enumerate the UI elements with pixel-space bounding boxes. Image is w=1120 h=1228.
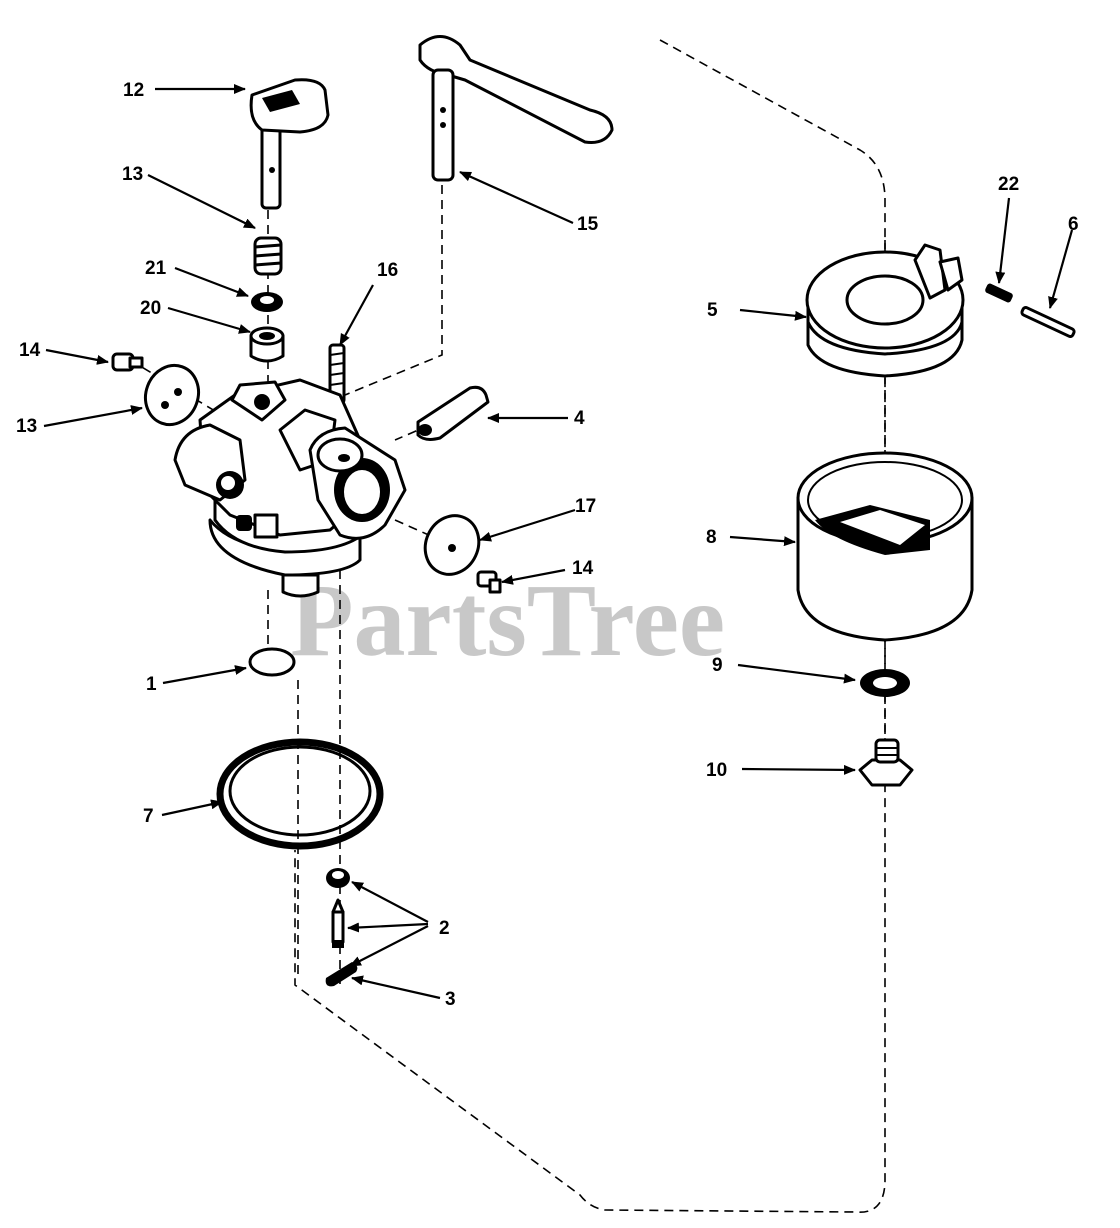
watermark: PartsTree TM bbox=[290, 563, 829, 678]
callout-2: 2 bbox=[439, 918, 450, 939]
leader-arrows bbox=[43, 84, 1074, 1000]
part-choke-lever-15 bbox=[418, 35, 614, 182]
part-needle-set-2 bbox=[326, 868, 350, 948]
part-throttle-shaft-11 bbox=[249, 78, 330, 210]
part-carburetor-body bbox=[173, 378, 407, 598]
part-screw-14-left bbox=[111, 352, 144, 372]
callout-6: 6 bbox=[1068, 214, 1079, 235]
callout-5: 5 bbox=[707, 300, 718, 321]
part-nut-10 bbox=[858, 738, 914, 787]
part-pin-6 bbox=[1020, 306, 1076, 338]
part-plug-1 bbox=[248, 647, 296, 677]
callout-22: 22 bbox=[998, 174, 1019, 195]
callout-16: 16 bbox=[377, 260, 398, 281]
part-bowl-8 bbox=[796, 451, 974, 642]
part-float-5 bbox=[805, 243, 965, 378]
callout-9: 9 bbox=[712, 655, 723, 676]
callout-1: 1 bbox=[146, 674, 157, 695]
callout-15: 15 bbox=[577, 214, 599, 235]
callout-12: 13 bbox=[122, 164, 143, 185]
callout-13: 13 bbox=[16, 416, 37, 437]
part-seal-20 bbox=[249, 326, 285, 363]
part-clip-3 bbox=[325, 962, 358, 987]
part-gasket-ring-7 bbox=[216, 738, 384, 850]
callout-21: 21 bbox=[145, 258, 167, 279]
part-screw-14-right bbox=[476, 570, 502, 594]
assembly-boundary bbox=[294, 39, 886, 1213]
part-plate-13 bbox=[144, 363, 200, 427]
part-spring-12 bbox=[253, 236, 283, 276]
callout-20: 20 bbox=[140, 298, 161, 319]
callout-labels: 12 13 21 20 14 13 16 15 4 17 14 1 7 2 3 … bbox=[16, 80, 1079, 1010]
callout-17: 17 bbox=[575, 496, 596, 517]
callout-14-left: 14 bbox=[19, 340, 41, 361]
callout-14-right: 14 bbox=[572, 558, 594, 579]
part-washer-9 bbox=[860, 669, 910, 697]
part-screw-16 bbox=[328, 343, 346, 405]
callout-7: 7 bbox=[143, 806, 154, 827]
callout-3: 3 bbox=[445, 989, 456, 1010]
part-fitting-4 bbox=[416, 385, 490, 441]
callout-10: 10 bbox=[706, 760, 727, 781]
part-washer-21 bbox=[251, 292, 283, 312]
callout-4: 4 bbox=[574, 408, 585, 429]
callout-8: 8 bbox=[706, 527, 717, 548]
part-spring-22 bbox=[985, 283, 1013, 303]
part-plate-17 bbox=[423, 514, 481, 576]
callout-11: 12 bbox=[123, 80, 144, 101]
